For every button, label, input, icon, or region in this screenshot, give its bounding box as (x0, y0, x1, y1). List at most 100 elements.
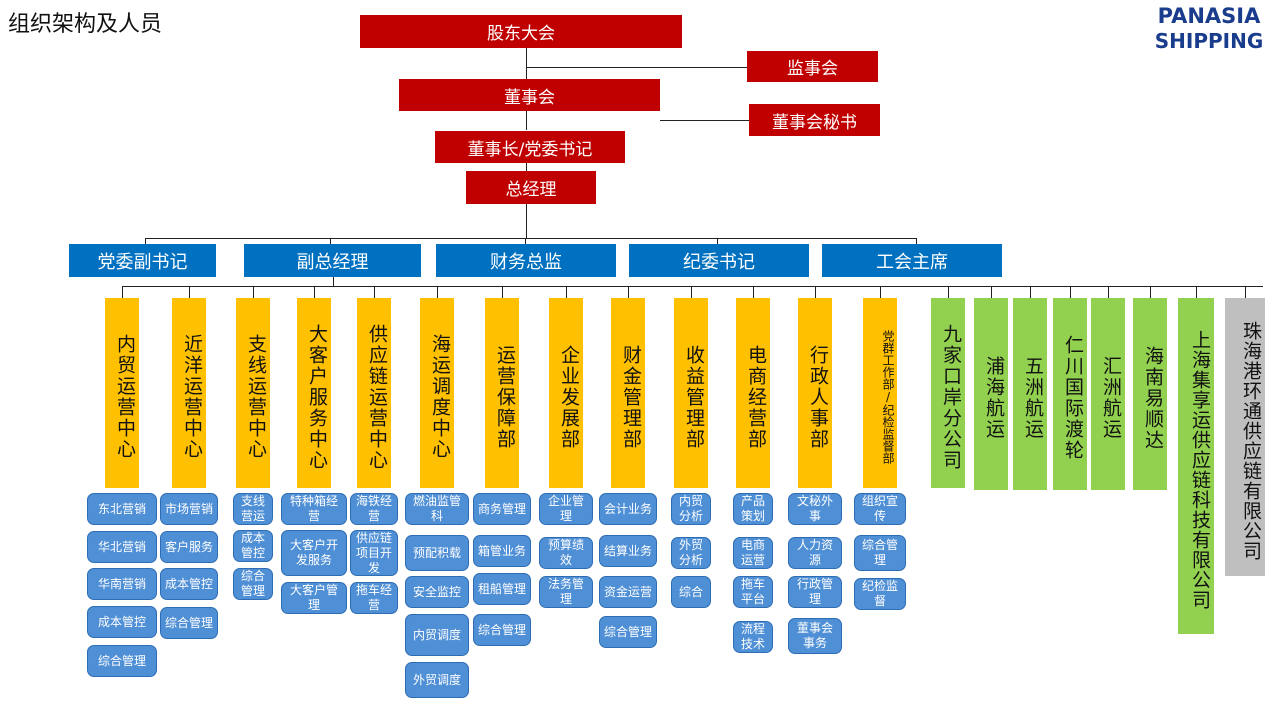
cfo-box: 财务总监 (436, 244, 616, 277)
connector-line (815, 286, 816, 298)
sub-unit-box: 外贸调度 (405, 662, 469, 698)
deputy-gm-box: 副总经理 (244, 244, 421, 277)
connector-line (991, 286, 992, 298)
connector-line (502, 286, 503, 298)
sub-unit-box: 行政管理 (788, 576, 842, 608)
connector-line (660, 120, 750, 121)
sub-unit-box: 结算业务 (599, 535, 657, 567)
general-manager-box: 总经理 (466, 171, 596, 204)
connector-line (691, 286, 692, 298)
connector-line (753, 286, 754, 298)
sub-unit-box: 成本管控 (87, 606, 157, 638)
connector-line (717, 238, 718, 245)
department-box: 企业发展部 (549, 298, 583, 488)
sub-unit-box: 预配积载 (405, 535, 469, 571)
sub-unit-box: 资金运营 (599, 576, 657, 608)
connector-line (916, 238, 917, 245)
sub-unit-box: 产品策划 (733, 493, 773, 525)
sub-unit-box: 燃油监管科 (405, 493, 469, 525)
panasia-logo: PANASIA SHIPPING (1140, 4, 1278, 54)
sub-unit-box: 综合管理 (87, 645, 157, 677)
sub-unit-box: 华南营销 (87, 568, 157, 600)
sub-unit-box: 综合管理 (473, 614, 531, 646)
subsidiary-company-box: 汇洲航运 (1091, 298, 1125, 490)
deputy-party-secretary-box: 党委副书记 (69, 244, 216, 277)
connector-line (526, 47, 527, 79)
connector-line (437, 286, 438, 298)
connector-line (145, 238, 146, 245)
connector-line (1070, 286, 1071, 298)
sub-unit-box: 综合管理 (233, 568, 273, 600)
connector-line (374, 286, 375, 298)
connector-line (1150, 286, 1151, 298)
sub-unit-box: 综合管理 (599, 616, 657, 648)
connector-line (189, 286, 190, 298)
subsidiary-company-box: 五洲航运 (1013, 298, 1047, 490)
chairman-box: 董事长/党委书记 (435, 131, 625, 163)
department-box: 运营保障部 (485, 298, 519, 488)
sub-unit-box: 商务管理 (473, 493, 531, 525)
sub-unit-box: 文秘外事 (788, 493, 842, 525)
subsidiary-company-box: 浦海航运 (974, 298, 1008, 490)
sub-unit-box: 市场营销 (160, 493, 218, 525)
sub-unit-box: 华北营销 (87, 531, 157, 563)
board-secretary-box: 董事会秘书 (749, 104, 880, 136)
logo-line-2: SHIPPING (1154, 29, 1264, 53)
department-box: 内贸运营中心 (105, 298, 139, 488)
board-of-directors-box: 董事会 (399, 79, 660, 111)
department-box: 供应链运营中心 (357, 298, 391, 488)
connector-line (526, 162, 527, 172)
sub-unit-box: 客户服务 (160, 531, 218, 563)
sub-unit-box: 东北营销 (87, 493, 157, 525)
connector-line (1108, 286, 1109, 298)
connector-line (314, 286, 315, 298)
sub-unit-box: 租船管理 (473, 573, 531, 605)
sub-unit-box: 大客户开发服务 (281, 530, 347, 576)
page-title: 组织架构及人员 (8, 12, 163, 37)
sub-unit-box: 拖车平台 (733, 576, 773, 608)
sub-unit-box: 流程技术 (733, 621, 773, 653)
sub-unit-box: 成本管控 (233, 530, 273, 562)
subsidiary-company-box: 海南易顺达 (1133, 298, 1167, 490)
sub-unit-box: 法务管理 (539, 576, 593, 608)
subsidiary-company-box: 九家口岸分公司 (931, 298, 965, 488)
sub-unit-box: 组织宣传 (854, 493, 906, 525)
connector-line (525, 238, 526, 245)
department-box: 支线运营中心 (236, 298, 270, 488)
connector-line (145, 238, 917, 239)
connector-line (123, 286, 1263, 287)
department-box: 收益管理部 (674, 298, 708, 488)
sub-unit-box: 海铁经营 (350, 493, 398, 525)
sub-unit-box: 综合管理 (854, 535, 906, 571)
sub-unit-box: 大客户管理 (281, 582, 347, 614)
subsidiary-company-box: 仁川国际渡轮 (1053, 298, 1087, 490)
connector-line (1030, 286, 1031, 298)
sub-unit-box: 董事会事务 (788, 618, 842, 654)
connector-line (253, 286, 254, 298)
sub-unit-box: 综合 (671, 576, 711, 608)
sub-unit-box: 会计业务 (599, 493, 657, 525)
connector-line (948, 286, 949, 298)
sub-unit-box: 电商运营 (733, 537, 773, 569)
sub-unit-box: 支线营运 (233, 493, 273, 525)
connector-line (1245, 286, 1246, 298)
sub-unit-box: 内贸调度 (405, 614, 469, 656)
subsidiary-company-box: 上海集享运供应链科技有限公司 (1178, 298, 1214, 634)
connector-line (526, 110, 527, 130)
connector-line (628, 286, 629, 298)
sub-unit-box: 安全监控 (405, 576, 469, 608)
sub-unit-box: 箱管业务 (473, 535, 531, 567)
sub-unit-box: 供应链项目开发 (350, 530, 398, 576)
sub-unit-box: 综合管理 (160, 607, 218, 639)
connector-line (1196, 286, 1197, 298)
department-box: 大客户服务中心 (297, 298, 331, 488)
shareholders-meeting-box: 股东大会 (360, 15, 682, 48)
sub-unit-box: 纪检监督 (854, 578, 906, 610)
connector-line (122, 286, 123, 298)
logo-line-1: PANASIA (1157, 4, 1261, 28)
connector-line (566, 286, 567, 298)
department-box: 电商经营部 (736, 298, 770, 488)
connector-line (330, 238, 331, 245)
sub-unit-box: 特种箱经营 (281, 493, 347, 525)
department-box: 海运调度中心 (420, 298, 454, 488)
